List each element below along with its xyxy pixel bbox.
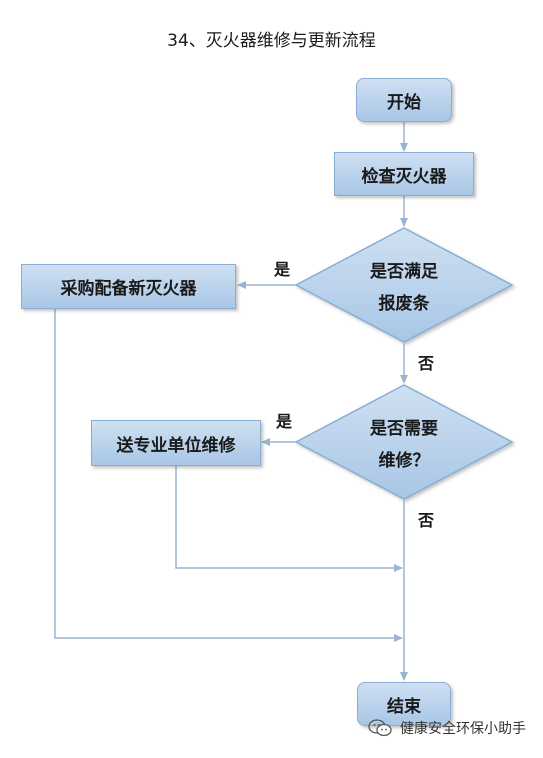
send-repair-node: 送专业单位维修 <box>91 420 261 466</box>
decision-scrap-text: 是否满足 报废条 <box>329 256 479 320</box>
watermark: 健康安全环保小助手 <box>368 718 526 738</box>
decision-repair-line-1: 是否需要 <box>370 419 438 439</box>
label-scrap-no: 否 <box>418 354 435 373</box>
decision-scrap-line-1: 是否满足 <box>370 262 438 282</box>
label-scrap-yes: 是 <box>274 260 291 279</box>
end-node: 结束 <box>357 682 451 726</box>
edge-repair-return <box>175 466 403 572</box>
wechat-icon <box>368 719 392 737</box>
label-repair-no: 否 <box>418 511 435 530</box>
start-node: 开始 <box>356 78 452 122</box>
watermark-text: 健康安全环保小助手 <box>400 721 526 737</box>
buy-new-extinguisher-node: 采购配备新灭火器 <box>21 264 236 309</box>
decision-repair-line-2: 维修？ <box>378 451 430 471</box>
page-title: 34、灭火器维修与更新流程 <box>167 31 376 51</box>
check-extinguisher-node: 检查灭火器 <box>334 152 474 196</box>
decision-scrap-line-2: 报废条 <box>378 294 430 314</box>
decision-repair-text: 是否需要 维修？ <box>329 413 479 477</box>
edge-buy-return <box>54 309 403 642</box>
label-repair-yes: 是 <box>276 412 293 431</box>
